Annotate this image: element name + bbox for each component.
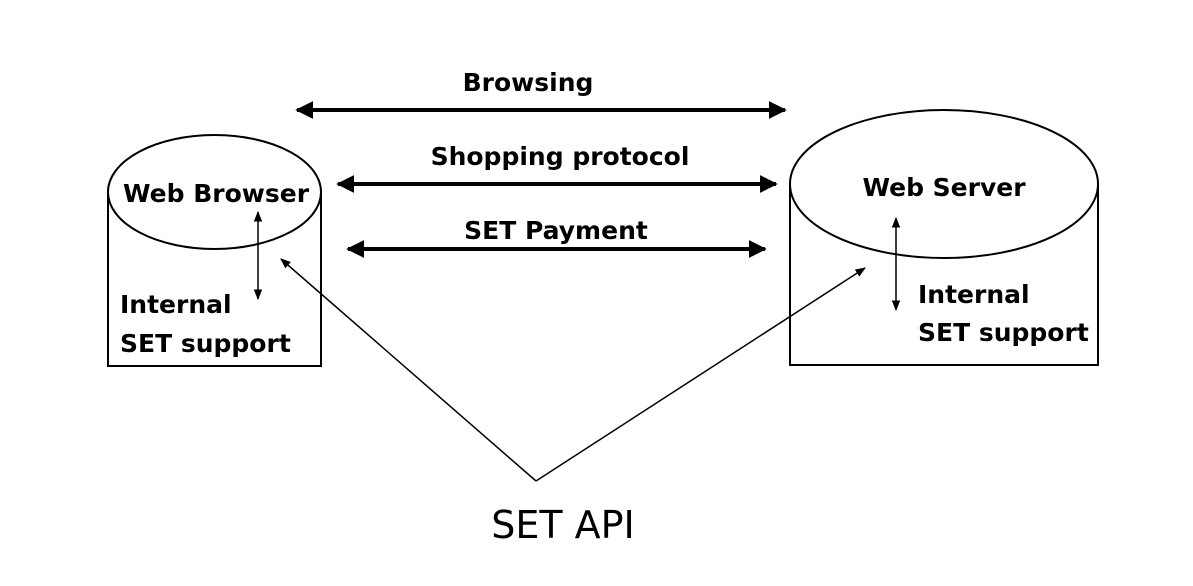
web-server-cylinder-top bbox=[789, 109, 1099, 259]
set-payment-label: SET Payment bbox=[464, 216, 648, 245]
web-server-internal-line2: SET support bbox=[918, 318, 1089, 347]
web-browser-cylinder: Web Browser Internal SET support bbox=[107, 134, 322, 367]
web-browser-title: Web Browser bbox=[123, 179, 310, 208]
set-api-pointer-browser bbox=[280, 258, 537, 482]
web-browser-cylinder-top bbox=[107, 134, 322, 250]
set-api-pointer-server bbox=[535, 267, 866, 482]
browsing-flow: Browsing bbox=[295, 68, 787, 119]
payment-flow: SET Payment bbox=[346, 216, 767, 258]
web-server-title: Web Server bbox=[862, 173, 1026, 202]
set-api: SET API bbox=[280, 258, 866, 547]
shopping-protocol-label: Shopping protocol bbox=[431, 142, 690, 171]
web-server-internal-line1: Internal bbox=[918, 280, 1030, 309]
web-server-cylinder: Web Server Internal SET support bbox=[789, 109, 1099, 366]
shopping-flow: Shopping protocol bbox=[336, 142, 778, 193]
set-api-label: SET API bbox=[491, 503, 635, 547]
web-browser-internal-line1: Internal bbox=[120, 290, 232, 319]
browsing-label: Browsing bbox=[463, 68, 594, 97]
web-browser-internal-line2: SET support bbox=[120, 329, 291, 358]
